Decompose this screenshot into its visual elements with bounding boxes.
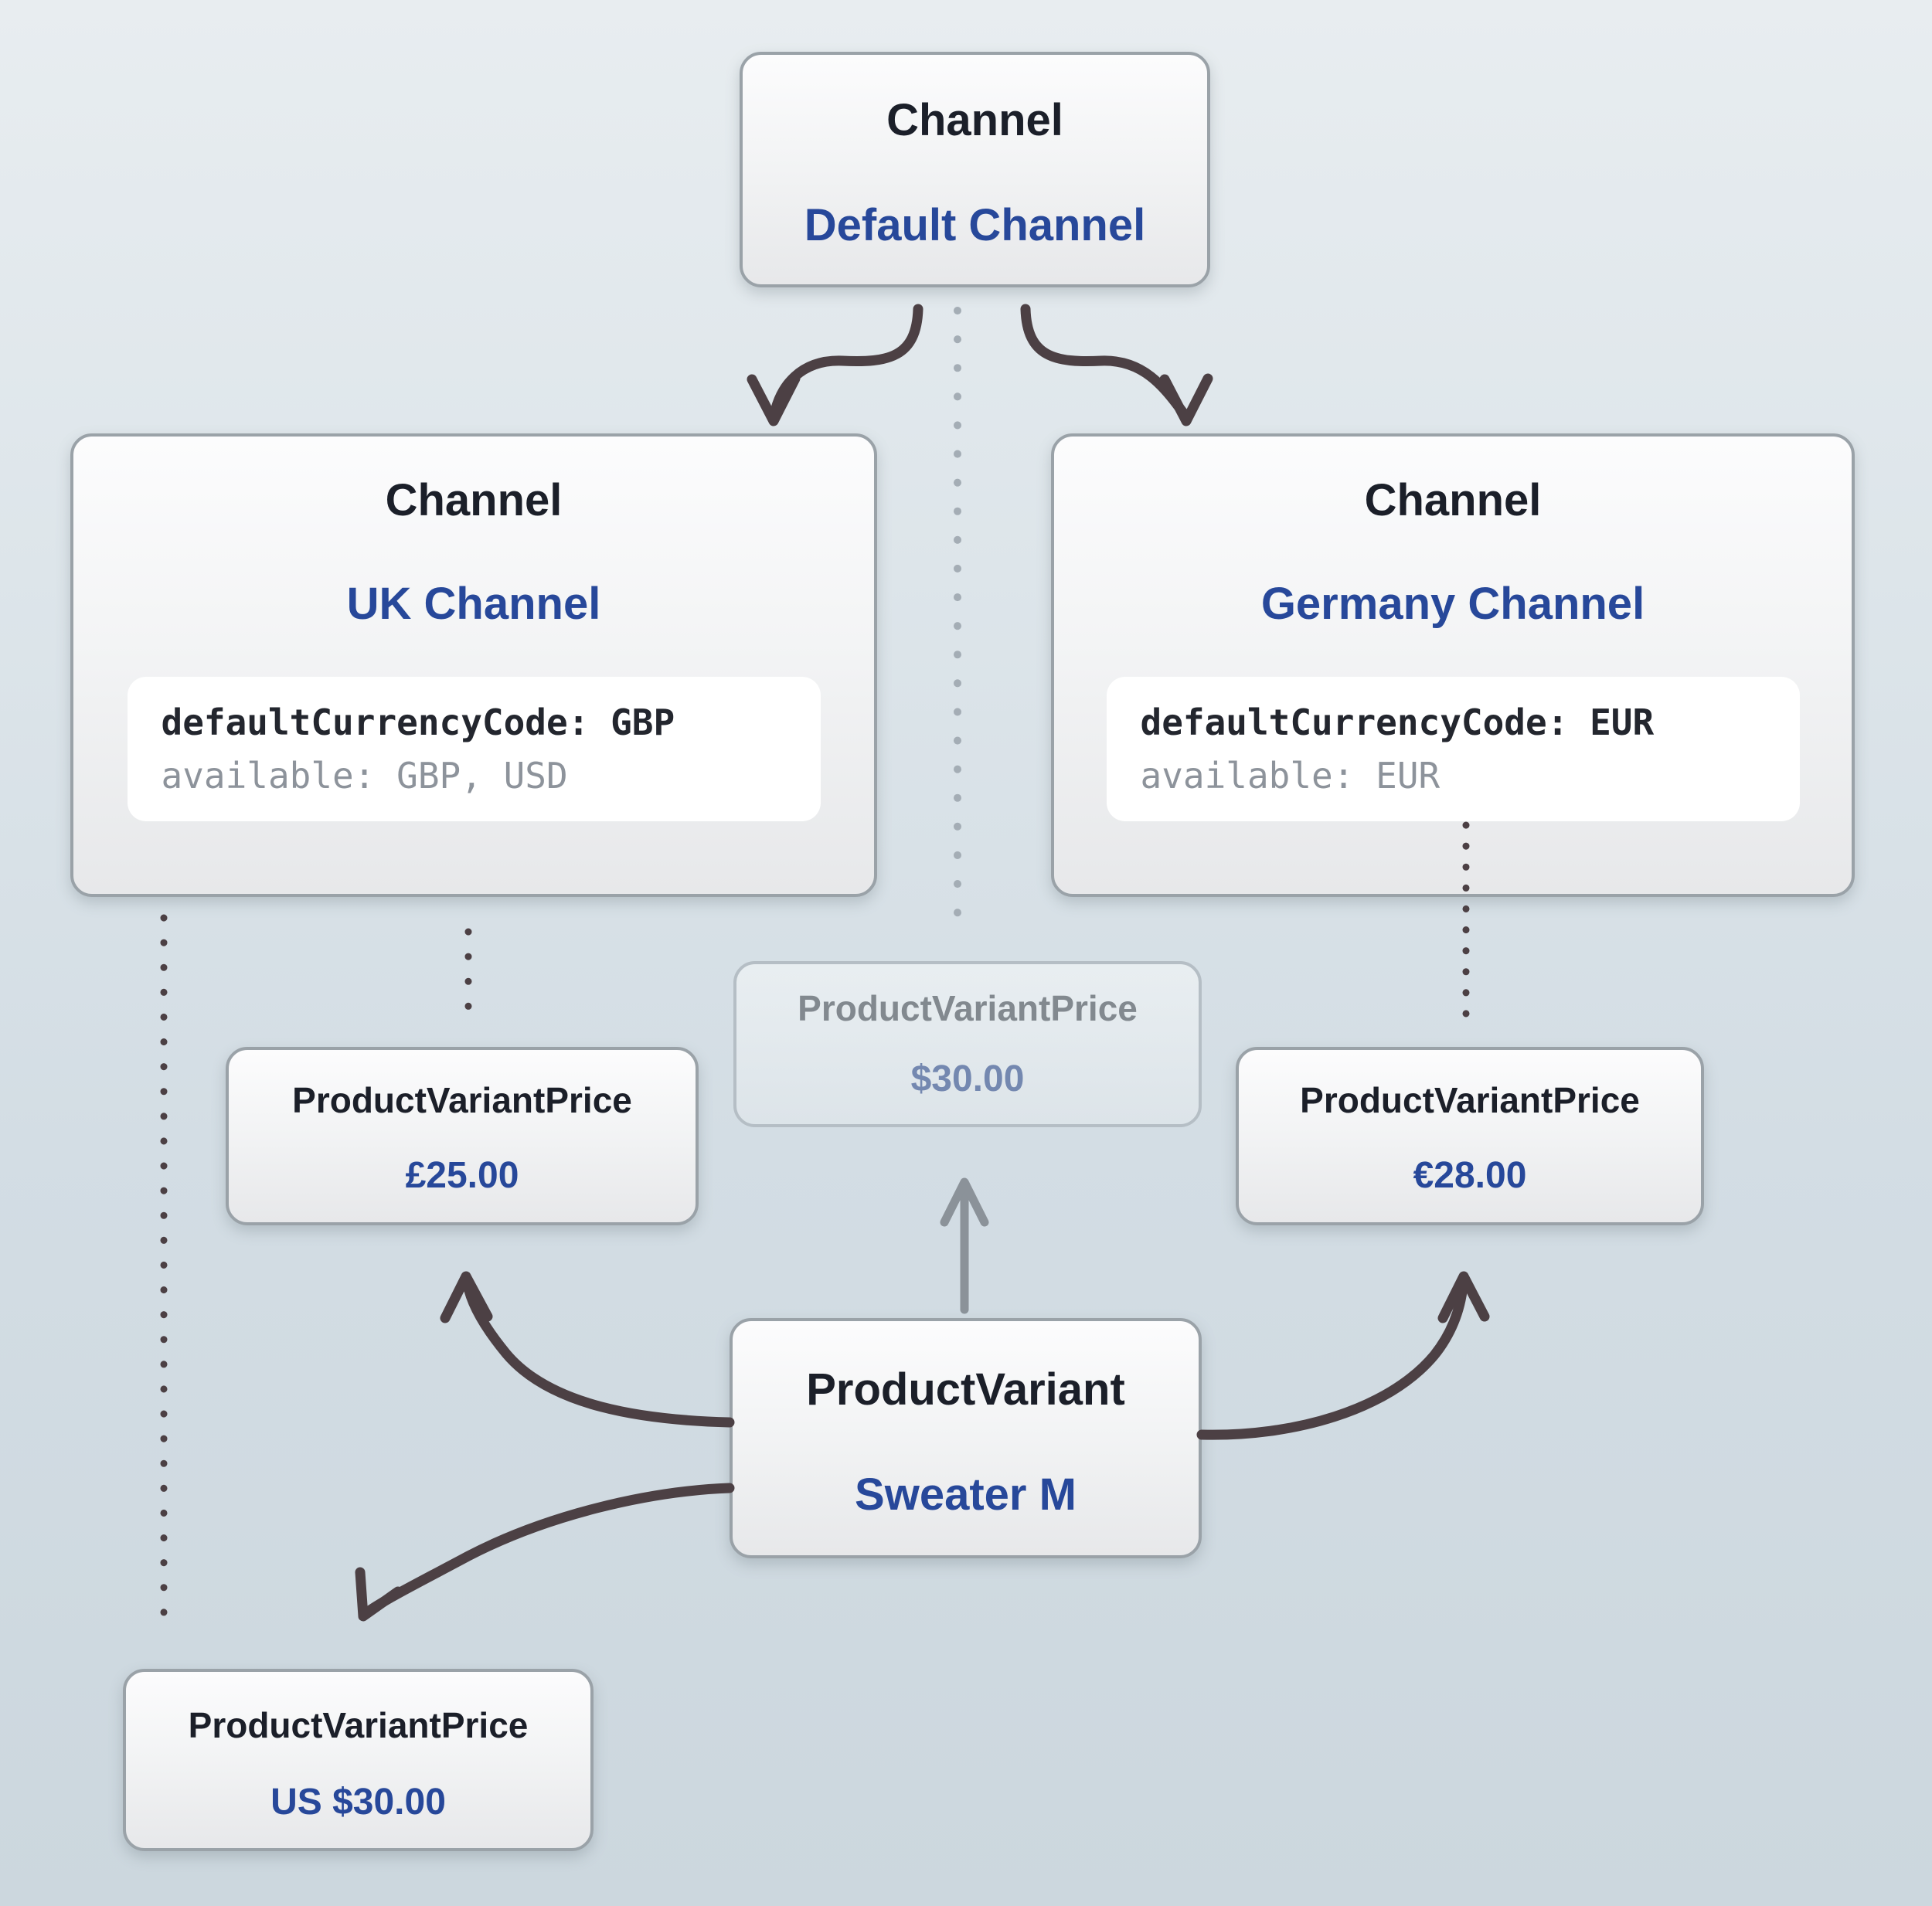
node-default-channel: Channel Default Channel: [740, 52, 1210, 287]
arrow-product-variant-to-us-price: [355, 1483, 735, 1622]
arrow-product-variant-to-germany-price: [1196, 1271, 1490, 1440]
arrow-default-channel-to-uk-channel: [747, 304, 923, 426]
entity-type-label: Channel: [385, 475, 563, 525]
price-value-label: £25.00: [405, 1154, 519, 1196]
arrow-default-channel-to-germany-channel: [1020, 304, 1213, 426]
entity-type-label: Channel: [886, 95, 1063, 145]
node-product-variant: ProductVariant Sweater M: [730, 1318, 1202, 1558]
default-currency-code-line: defaultCurrencyCode: EUR: [1140, 701, 1655, 743]
price-value-label: US $30.00: [270, 1781, 446, 1823]
node-uk-price: ProductVariantPrice £25.00: [226, 1047, 699, 1225]
entity-type-label: ProductVariantPrice: [188, 1705, 529, 1745]
node-default-channel-price: ProductVariantPrice $30.00: [733, 961, 1202, 1127]
default-currency-code-line: defaultCurrencyCode: GBP: [161, 701, 675, 743]
entity-type-label: ProductVariant: [806, 1364, 1125, 1415]
price-value-label: €28.00: [1413, 1154, 1527, 1196]
entity-name-label: Sweater M: [855, 1469, 1077, 1520]
entity-type-label: ProductVariantPrice: [292, 1080, 632, 1120]
node-germany-channel: Channel Germany Channel defaultCurrencyC…: [1051, 433, 1855, 897]
node-germany-price: ProductVariantPrice €28.00: [1236, 1047, 1704, 1225]
entity-name-label: Germany Channel: [1260, 578, 1645, 629]
entity-name-label: UK Channel: [346, 578, 601, 629]
arrow-product-variant-to-default-price: [940, 1177, 989, 1314]
arrow-product-variant-to-uk-price: [440, 1271, 735, 1428]
entity-type-label: Channel: [1364, 475, 1542, 525]
entity-type-label: ProductVariantPrice: [1300, 1080, 1640, 1120]
currency-code-box: defaultCurrencyCode: EUR available: EUR: [1106, 676, 1800, 821]
node-uk-channel: Channel UK Channel defaultCurrencyCode: …: [70, 433, 877, 897]
entity-name-label: Default Channel: [804, 199, 1146, 250]
price-value-label: $30.00: [910, 1058, 1025, 1099]
entity-type-label: ProductVariantPrice: [798, 988, 1138, 1028]
currency-code-box: defaultCurrencyCode: GBP available: GBP,…: [127, 676, 821, 821]
available-currencies-line: available: GBP, USD: [161, 755, 568, 797]
node-us-price: ProductVariantPrice US $30.00: [123, 1669, 594, 1851]
available-currencies-line: available: EUR: [1140, 755, 1440, 797]
